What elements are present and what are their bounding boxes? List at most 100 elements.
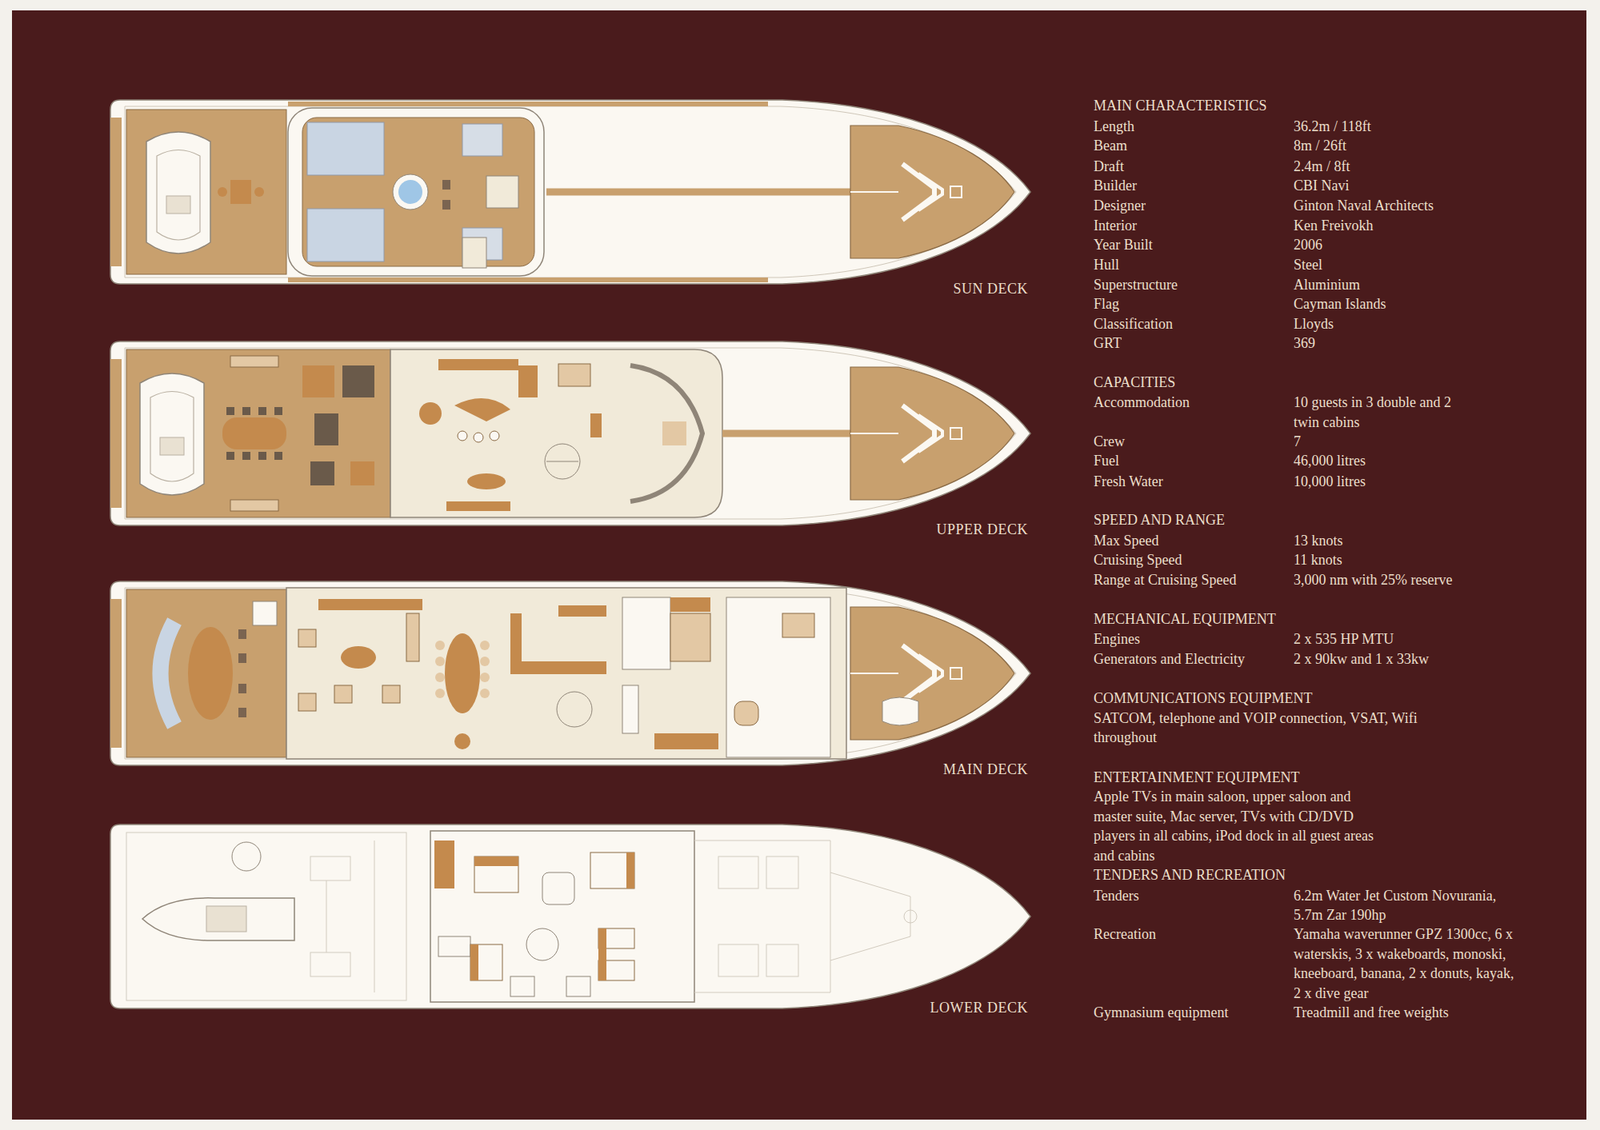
plan-shape (126, 349, 391, 518)
spec-value: 2 x 535 HP MTU (1293, 629, 1394, 650)
spec-label: Interior (1093, 216, 1137, 236)
plan-shape (310, 461, 335, 486)
spec-label: Accommodation (1093, 392, 1190, 413)
plan-shape (434, 840, 455, 889)
section-heading: SPEED AND RANGE (1093, 510, 1225, 531)
plan-shape (238, 629, 247, 640)
plan-shape (288, 108, 544, 276)
plan-shape (238, 684, 247, 694)
plan-shape (462, 237, 487, 268)
plan-shape (489, 431, 500, 441)
plan-shape (342, 365, 375, 398)
plan-shape (140, 373, 204, 496)
spec-label: Max Speed (1093, 531, 1159, 552)
plan-shape (318, 599, 423, 611)
plan-shape (474, 856, 519, 867)
spec-value: 36.2m / 118ft (1293, 116, 1372, 137)
plan-shape (124, 588, 1016, 760)
plan-shape (226, 407, 235, 416)
spec-value: 10,000 litres (1293, 472, 1366, 492)
plan-shape (286, 588, 847, 760)
spec-label: GRT (1093, 333, 1122, 354)
plan-shape (254, 187, 264, 197)
plan-shape (435, 640, 445, 651)
spec-label: Fuel (1093, 451, 1120, 472)
plan-shape (542, 872, 575, 905)
deck-label: LOWER DECK (930, 998, 1028, 1019)
plan-shape (734, 701, 759, 726)
spec-text: Apple TVs in main saloon, upper saloon a… (1093, 787, 1386, 867)
plan-shape (718, 944, 759, 977)
spec-value: Ginton Naval Architects (1293, 196, 1434, 216)
spec-label: Fresh Water (1093, 472, 1164, 492)
plan-shape (457, 431, 468, 441)
sun-deck-plan (110, 100, 1031, 284)
plan-shape (510, 661, 607, 675)
plan-shape (419, 402, 442, 425)
plan-shape (442, 200, 451, 210)
plan-shape (430, 831, 695, 1003)
spec-value: 3,000 nm with 25% reserve (1293, 570, 1452, 591)
spec-label: Generators and Electricity (1093, 649, 1245, 670)
plan-shape (390, 349, 723, 518)
plan-shape (630, 365, 703, 502)
plan-shape (288, 277, 768, 283)
plan-shape (126, 589, 287, 758)
plan-shape (232, 842, 261, 872)
spec-value: 7 (1293, 432, 1301, 452)
spec-label: Beam (1093, 136, 1128, 156)
plan-shape (126, 832, 407, 1001)
plan-shape (882, 697, 919, 726)
plan-shape (480, 672, 490, 683)
plan-shape (850, 125, 1015, 259)
deck-label: MAIN DECK (943, 760, 1028, 780)
main-deck-plan (110, 581, 1031, 766)
plan-shape (662, 421, 687, 446)
plan-shape (718, 856, 759, 889)
plan-shape (435, 688, 445, 699)
plan-shape (314, 413, 339, 446)
deck-label: UPPER DECK (936, 520, 1028, 540)
plan-shape (590, 413, 602, 438)
plan-shape (850, 367, 1015, 500)
plan-shape (238, 708, 247, 718)
plan-shape (274, 407, 283, 416)
plan-shape (598, 928, 607, 981)
plan-shape (558, 364, 591, 387)
spec-value: Yamaha waverunner GPZ 1300cc, 6 x waters… (1293, 924, 1522, 1004)
spec-label: Classification (1093, 314, 1173, 335)
spec-label: Gymnasium equipment (1093, 1003, 1228, 1024)
plan-shape (334, 685, 352, 704)
plan-shape (307, 208, 384, 262)
spec-value: 369 (1293, 333, 1316, 354)
plan-shape (406, 613, 420, 662)
plan-shape (298, 693, 316, 712)
plan-shape (398, 180, 423, 204)
upper-deck-plan (110, 341, 1031, 526)
plan-shape (435, 672, 445, 683)
plan-shape (340, 646, 376, 669)
plan-shape (544, 444, 580, 480)
plan-shape (694, 840, 831, 993)
spec-label: Tenders (1093, 886, 1140, 907)
section-heading: CAPACITIES (1093, 372, 1176, 393)
plan-shape (326, 880, 328, 953)
plan-shape (486, 176, 519, 208)
plan-shape (160, 621, 176, 726)
plan-shape (626, 852, 635, 889)
section-heading: MAIN CHARACTERISTICS (1093, 96, 1268, 116)
plan-shape (310, 856, 351, 881)
plan-shape (302, 117, 535, 267)
plan-shape (230, 356, 279, 368)
spec-value: 2.4m / 8ft (1293, 156, 1351, 177)
plan-shape (670, 613, 711, 662)
plan-shape (124, 348, 1016, 520)
spec-value: Steel (1293, 255, 1323, 276)
plan-shape (382, 685, 400, 704)
plan-shape (110, 359, 122, 508)
plan-shape (307, 122, 384, 176)
plan-shape (110, 824, 1031, 1009)
spec-value: CBI Navi (1293, 176, 1350, 196)
plan-shape (454, 733, 471, 750)
plan-shape (480, 640, 490, 651)
